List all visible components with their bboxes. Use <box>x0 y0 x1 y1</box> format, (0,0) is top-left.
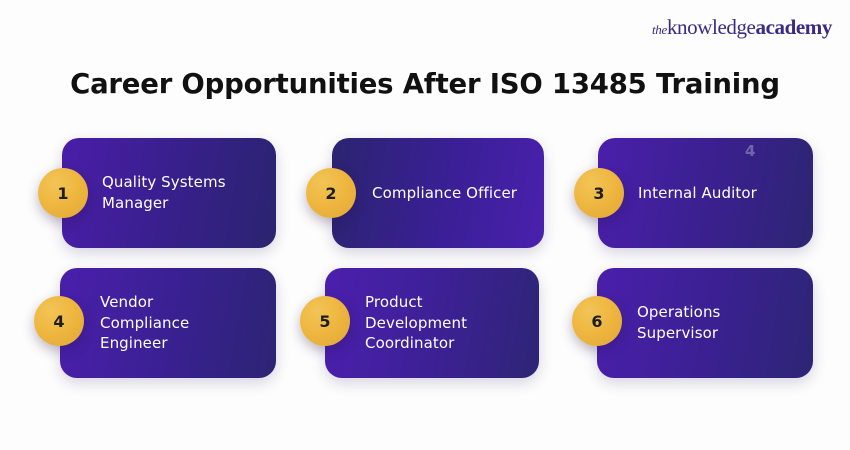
career-card-4-number-badge: 4 <box>34 296 84 346</box>
career-card-6-label: Operations Supervisor <box>637 303 721 342</box>
logo-knowledge-text: knowledge <box>666 15 756 39</box>
career-card-1[interactable]: Quality Systems Manager <box>62 138 276 248</box>
career-card-2[interactable]: Compliance Officer <box>332 138 544 248</box>
career-card-3-number-badge: 3 <box>574 168 624 218</box>
career-card-6[interactable]: Operations Supervisor <box>597 268 813 378</box>
career-card-1-number-badge: 1 <box>38 168 88 218</box>
career-card-2-label: Compliance Officer <box>372 183 518 202</box>
brand-logo: theknowledgeacademy <box>652 17 832 38</box>
logo-the-text: the <box>651 22 667 37</box>
career-card-3-label: Internal Auditor <box>638 183 757 202</box>
card-row-bottom: Vendor Compliance Engineer 4 Product Dev… <box>0 268 850 378</box>
career-card-5-number-badge: 5 <box>300 296 350 346</box>
page-title: Career Opportunities After ISO 13485 Tra… <box>70 68 780 100</box>
logo-academy-text: academy <box>755 15 832 39</box>
career-card-4[interactable]: Vendor Compliance Engineer <box>60 268 276 378</box>
card-row-top: Quality Systems Manager 1 Compliance Off… <box>0 138 850 248</box>
watermark-artifact-a: 4 <box>543 144 554 162</box>
career-card-6-number-badge: 6 <box>572 296 622 346</box>
career-card-4-label: Vendor Compliance Engineer <box>100 292 190 353</box>
career-opportunities-grid: Quality Systems Manager 1 Compliance Off… <box>0 138 850 378</box>
career-card-5[interactable]: Product Development Coordinator <box>325 268 539 378</box>
career-card-5-label: Product Development Coordinator <box>365 292 468 353</box>
career-card-3[interactable]: Internal Auditor <box>598 138 813 248</box>
career-card-2-number-badge: 2 <box>306 168 356 218</box>
career-card-1-label: Quality Systems Manager <box>102 173 226 212</box>
